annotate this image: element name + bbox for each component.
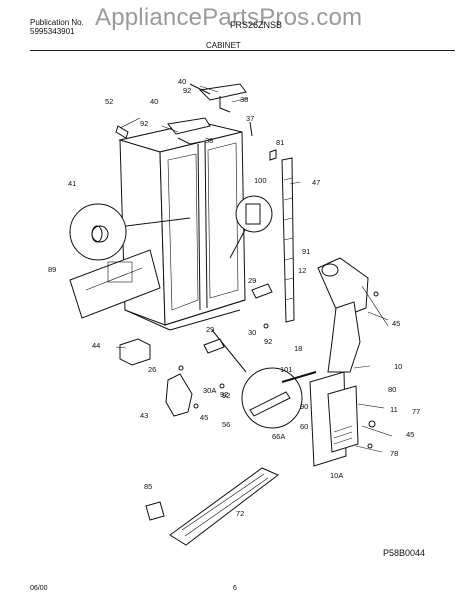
callout-92-top: 92 (183, 86, 191, 95)
callout-72: 72 (236, 509, 244, 518)
callout-92-mid: 92 (264, 337, 272, 346)
callout-80: 80 (388, 385, 396, 394)
watermark: AppliancePartsPros.com (95, 4, 363, 31)
callout-29-lower: 29 (206, 325, 214, 334)
publication-label: Publication No. (30, 18, 84, 27)
callout-52: 52 (105, 97, 113, 106)
callout-56: 56 (222, 420, 230, 429)
channel-10 (327, 301, 361, 373)
rail-47 (281, 157, 295, 323)
cam-91 (321, 263, 339, 277)
callout-29-upper: 29 (248, 276, 256, 285)
callout-85: 85 (144, 482, 152, 491)
footer-date: 06/00 (30, 585, 48, 592)
kickplate-72 (169, 467, 279, 546)
callout-43: 43 (140, 411, 148, 420)
callout-77: 77 (412, 407, 420, 416)
clip-85 (145, 501, 165, 521)
callout-90: 90 (300, 402, 308, 411)
callout-45-lower: 45 (200, 413, 208, 422)
callout-47: 47 (312, 178, 320, 187)
callout-12: 12 (298, 266, 306, 275)
top-hinge-right (189, 83, 247, 113)
callout-10: 10 (394, 362, 402, 371)
callout-91: 91 (302, 247, 310, 256)
callout-10A: 10A (330, 471, 343, 480)
drawing-code: P58B0044 (383, 548, 426, 558)
callout-38: 38 (205, 136, 213, 145)
callout-92-hinge: 92 (222, 391, 230, 400)
cabinet-body (118, 121, 246, 331)
callout-11: 11 (390, 405, 398, 414)
detail-circle-100 (235, 195, 273, 233)
clip-29-upper (251, 283, 273, 299)
clip-29-lower (203, 338, 225, 354)
bottom-hinge-43 (165, 373, 193, 417)
callout-89: 89 (48, 265, 56, 274)
callout-41: 41 (68, 179, 76, 188)
callout-37: 37 (246, 114, 254, 123)
callout-30A: 30A (203, 386, 216, 395)
callout-101: 101 (280, 365, 293, 374)
callout-66A: 66A (272, 432, 285, 441)
control-panel-89 (69, 249, 161, 319)
callout-40: 40 (150, 97, 158, 106)
callout-45-right: 45 (392, 319, 400, 328)
callout-30: 30 (248, 328, 256, 337)
footer-page-number: 6 (233, 585, 237, 592)
callout-44: 44 (92, 341, 100, 350)
callout-92-lower: 92 (220, 390, 228, 399)
callout-40-top: 40 (178, 77, 186, 86)
callout-100: 100 (254, 176, 267, 185)
screw-81 (269, 149, 277, 161)
callout-18: 18 (294, 344, 302, 353)
callout-38-top: 38 (240, 95, 248, 104)
bracket-52 (115, 125, 129, 139)
section-title: CABINET (206, 41, 241, 50)
callout-92: 92 (140, 119, 148, 128)
callout-60: 60 (300, 422, 308, 431)
callout-26: 26 (148, 365, 156, 374)
screws (178, 291, 379, 449)
rod-101 (281, 371, 317, 383)
panel-60 (327, 385, 359, 453)
top-hinge-left (167, 117, 211, 145)
bracket-44 (119, 338, 151, 366)
detail-circle-41 (69, 203, 127, 261)
screw-37 (249, 121, 253, 137)
header-rule (30, 50, 455, 51)
publication-number: 5995343901 (30, 27, 75, 36)
callout-81: 81 (276, 138, 284, 147)
detail-circle-66A (241, 367, 303, 429)
model-number: FRS26ZNSB (230, 20, 283, 30)
callout-45-panel: 45 (406, 430, 414, 439)
callout-78: 78 (390, 449, 398, 458)
